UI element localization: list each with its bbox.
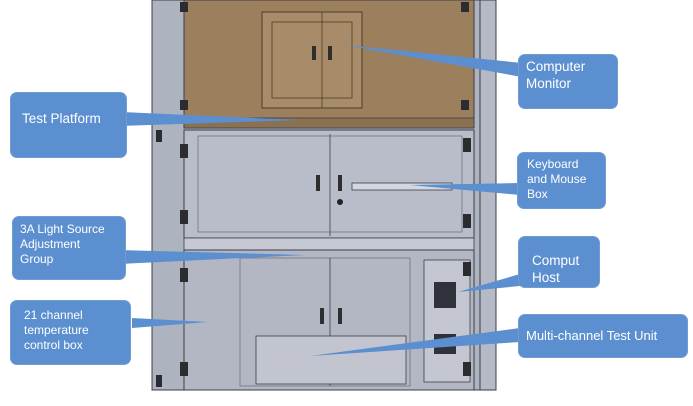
label-test-unit-text: Multi-channel Test Unit <box>526 328 658 343</box>
pointer-keyboard <box>410 183 520 195</box>
label-computer-monitor-text: Computer Monitor <box>526 59 586 91</box>
pointer-test-platform <box>120 112 300 126</box>
label-computer-host-text: Comput Host <box>532 253 580 285</box>
label-test-platform-text: Test Platform <box>22 111 101 126</box>
pointer-test-unit <box>310 328 520 356</box>
label-keyboard-mouse-box-text: Keyboard and Mouse Box <box>527 157 587 201</box>
label-temperature-box-text: 21 channel temperature control box <box>24 308 89 352</box>
label-computer-monitor: Computer Monitor <box>518 54 618 109</box>
label-temperature-box: 21 channel temperature control box <box>10 300 131 365</box>
label-light-source-group: 3A Light Source Adjustment Group <box>12 216 126 280</box>
computer-host-box <box>423 259 471 383</box>
hinges <box>156 2 471 387</box>
pointer-host <box>458 274 520 292</box>
middle-panel <box>183 129 475 239</box>
pointer-temperature <box>132 318 208 328</box>
pointer-light-source <box>120 250 305 264</box>
cabinet-right-side <box>479 0 497 391</box>
pointer-monitor <box>345 45 522 77</box>
test-unit-box <box>255 335 407 385</box>
light-source-rail <box>183 237 475 251</box>
label-test-platform: Test Platform <box>10 92 127 158</box>
label-computer-host: Comput Host <box>518 236 600 288</box>
label-keyboard-mouse-box: Keyboard and Mouse Box <box>517 152 606 209</box>
label-light-source-group-text: 3A Light Source Adjustment Group <box>20 222 105 266</box>
label-test-unit: Multi-channel Test Unit <box>518 314 688 358</box>
